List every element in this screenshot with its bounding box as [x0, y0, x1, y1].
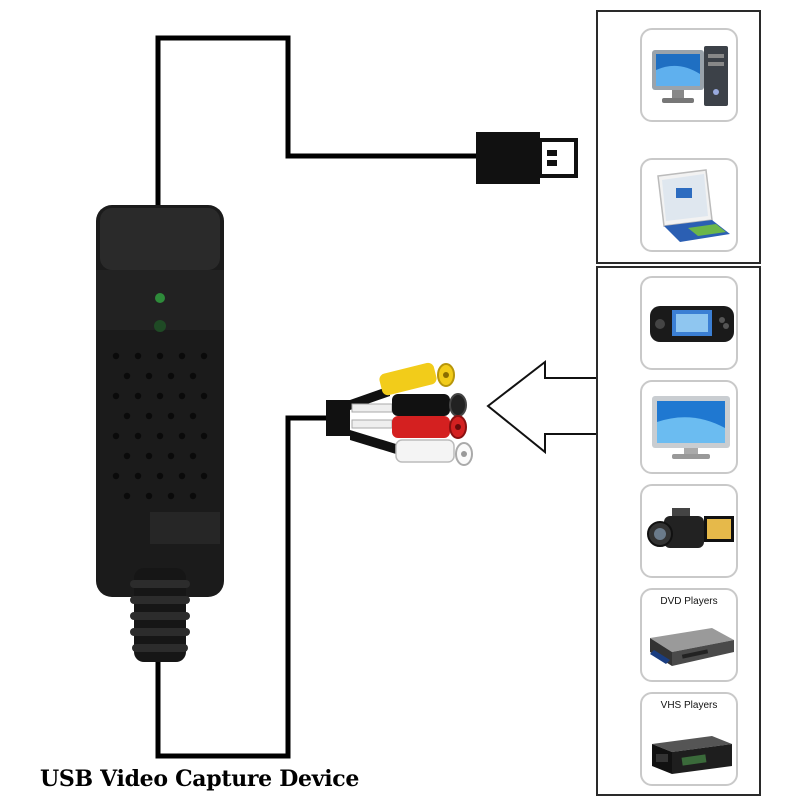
tile-game-console: [640, 276, 738, 370]
laptop-icon: [657, 169, 730, 242]
usb-targets-panel: [596, 10, 761, 264]
vent-hole: [112, 472, 120, 480]
dvd-player-label: DVD Players: [660, 596, 718, 607]
vent-hole: [134, 392, 142, 400]
vent-hole: [145, 412, 153, 420]
vent-hole: [189, 492, 197, 500]
tile-vhs-player: VHS Players: [640, 692, 738, 786]
vent-hole: [112, 432, 120, 440]
vent-hole: [123, 492, 131, 500]
vhs-player-icon: [652, 736, 732, 774]
vent-hole: [200, 432, 208, 440]
vent-hole: [145, 492, 153, 500]
desktop-computer-icon: [652, 46, 728, 106]
video-sources-panel: DVD Players VHS Players: [596, 266, 761, 796]
vent-hole: [189, 412, 197, 420]
vent-hole: [156, 472, 164, 480]
vent-hole: [134, 472, 142, 480]
tile-laptop: [640, 158, 738, 252]
vent-hole: [123, 412, 131, 420]
vent-hole: [200, 472, 208, 480]
vent-hole: [167, 412, 175, 420]
usb-capture-device: [96, 205, 224, 662]
strain-relief: [130, 568, 190, 662]
vent-hole: [145, 372, 153, 380]
vent-hole: [189, 372, 197, 380]
tv-monitor-icon: [652, 396, 730, 459]
vent-hole: [134, 432, 142, 440]
vent-hole: [156, 352, 164, 360]
rca-red-connector: [351, 415, 467, 439]
handheld-game-console-icon: [650, 306, 734, 342]
usb-plug-icon: [476, 132, 578, 184]
vent-holes: [112, 352, 208, 500]
camcorder-icon: [647, 508, 734, 548]
rca-connectors: [326, 362, 473, 466]
device-caption: USB Video Capture Device: [40, 766, 360, 792]
usb-cable: [155, 35, 478, 205]
vent-hole: [167, 492, 175, 500]
vent-hole: [200, 392, 208, 400]
tile-dvd-player: DVD Players: [640, 588, 738, 682]
tile-camcorder: [640, 484, 738, 578]
vent-hole: [145, 452, 153, 460]
vent-hole: [189, 452, 197, 460]
tile-desktop-computer: [640, 28, 738, 122]
vhs-player-label: VHS Players: [660, 700, 718, 711]
left-arrow-icon: [486, 359, 600, 455]
vent-hole: [178, 352, 186, 360]
vent-hole: [134, 352, 142, 360]
rca-white-connector: [350, 430, 473, 466]
av-cable: [155, 415, 330, 759]
vent-hole: [167, 452, 175, 460]
vent-hole: [123, 372, 131, 380]
tile-tv-monitor: [640, 380, 738, 474]
vent-hole: [112, 352, 120, 360]
vent-hole: [156, 432, 164, 440]
vent-hole: [167, 372, 175, 380]
vent-hole: [156, 392, 164, 400]
vent-hole: [178, 472, 186, 480]
vent-hole: [112, 392, 120, 400]
vent-hole: [123, 452, 131, 460]
vent-hole: [178, 392, 186, 400]
vent-hole: [178, 432, 186, 440]
dvd-player-icon: [650, 628, 734, 666]
vent-hole: [200, 352, 208, 360]
led-indicator: [155, 293, 165, 303]
